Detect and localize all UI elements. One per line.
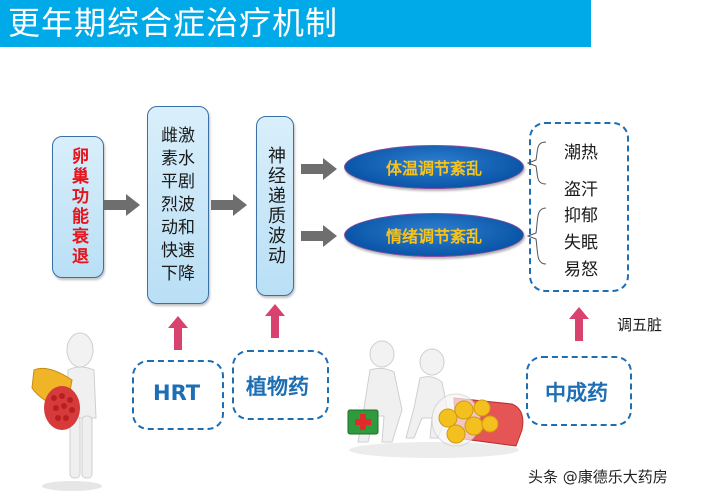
hrt-label: HRT [153, 381, 201, 405]
arrow-right-icon [301, 225, 337, 247]
brace-icon [526, 207, 547, 265]
thermoregulation-disorder: 体温调节紊乱 [344, 145, 524, 189]
people-medkit-capsule-illustration [347, 340, 524, 458]
symptom-depression: 抑郁 [564, 206, 598, 226]
arrow-right-icon [301, 158, 337, 180]
hrt-box [132, 360, 224, 430]
symptom-night-sweat: 盗汗 [564, 180, 598, 200]
thermoregulation-text: 体温调节紊乱 [385, 159, 482, 178]
ovarian-decline-box: 卵巢功能衰退 [52, 136, 104, 278]
herbal-label: 植物药 [246, 375, 309, 399]
symptom-irritability: 易怒 [564, 260, 598, 280]
symptom-hot-flash: 潮热 [564, 143, 598, 163]
arrow-right-icon [104, 194, 140, 216]
arrow-up-icon [569, 307, 589, 341]
title-bar: 更年期综合症治疗机制 [0, 0, 591, 47]
ovarian-decline-text: 卵巢功能衰退 [68, 147, 88, 267]
neurotransmitter-text: 神经递质波动 [265, 146, 286, 266]
herbal-box [232, 350, 329, 420]
arrow-up-icon [265, 304, 285, 338]
emotion-regulation-disorder: 情绪调节紊乱 [344, 213, 524, 257]
estrogen-fluctuation-text: 雌激素水平剧烈波动和快速下降 [161, 125, 195, 284]
tcm-note: 调五脏 [617, 316, 663, 334]
arrow-up-icon [168, 316, 188, 350]
emotion-regulation-text: 情绪调节紊乱 [385, 227, 482, 246]
brace-icon [526, 141, 547, 185]
estrogen-fluctuation-box: 雌激素水平剧烈波动和快速下降 [147, 106, 209, 304]
tcm-box [526, 356, 632, 426]
neurotransmitter-box: 神经递质波动 [256, 116, 294, 296]
arrow-right-icon [211, 194, 247, 216]
tcm-label: 中成药 [545, 381, 608, 405]
person-with-capsule-illustration [31, 332, 102, 491]
watermark: 头条 @康德乐大药房 [528, 468, 668, 486]
symptoms-box [529, 122, 629, 292]
page-title: 更年期综合症治疗机制 [8, 4, 339, 42]
symptom-insomnia: 失眠 [564, 233, 598, 253]
